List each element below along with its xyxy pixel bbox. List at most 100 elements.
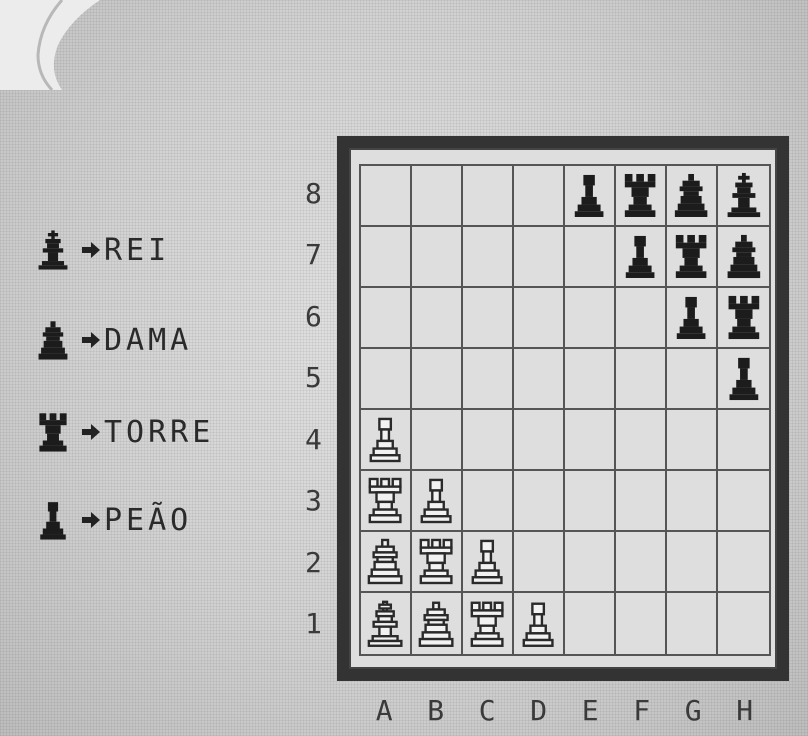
- square-c4[interactable]: [463, 410, 514, 471]
- rook-icon: [36, 411, 70, 453]
- square-h6[interactable]: [718, 288, 769, 349]
- chess-board-frame: [337, 136, 789, 681]
- square-e3[interactable]: [565, 471, 616, 532]
- square-c7[interactable]: [463, 227, 514, 288]
- square-b8[interactable]: [412, 166, 463, 227]
- square-h7[interactable]: [718, 227, 769, 288]
- square-d4[interactable]: [514, 410, 565, 471]
- white-queen-icon[interactable]: [417, 600, 455, 648]
- white-pawn-icon[interactable]: [417, 477, 455, 523]
- square-h2[interactable]: [718, 532, 769, 593]
- square-a2[interactable]: [361, 532, 412, 593]
- square-g4[interactable]: [667, 410, 718, 471]
- square-f3[interactable]: [616, 471, 667, 532]
- white-pawn-icon[interactable]: [366, 416, 404, 462]
- square-c6[interactable]: [463, 288, 514, 349]
- chess-board: [359, 164, 771, 656]
- square-h8[interactable]: [718, 166, 769, 227]
- square-g7[interactable]: [667, 227, 718, 288]
- square-d3[interactable]: [514, 471, 565, 532]
- square-h4[interactable]: [718, 410, 769, 471]
- square-b1[interactable]: [412, 593, 463, 654]
- square-e6[interactable]: [565, 288, 616, 349]
- file-label-e: E: [582, 694, 599, 727]
- file-label-f: F: [633, 694, 650, 727]
- square-f8[interactable]: [616, 166, 667, 227]
- square-g6[interactable]: [667, 288, 718, 349]
- black-rook-icon[interactable]: [621, 172, 659, 218]
- square-f6[interactable]: [616, 288, 667, 349]
- white-rook-icon[interactable]: [366, 477, 404, 523]
- legend-label-king: REI: [104, 233, 170, 268]
- square-a5[interactable]: [361, 349, 412, 410]
- black-rook-icon[interactable]: [672, 233, 710, 279]
- white-rook-icon[interactable]: [468, 600, 506, 648]
- square-h5[interactable]: [718, 349, 769, 410]
- square-e4[interactable]: [565, 410, 616, 471]
- right-arrow-icon: [80, 330, 102, 350]
- file-label-h: H: [736, 694, 753, 727]
- square-a1[interactable]: [361, 593, 412, 654]
- piece-legend: REI DAMA TORRE PEÃO: [0, 0, 300, 736]
- square-f7[interactable]: [616, 227, 667, 288]
- square-d1[interactable]: [514, 593, 565, 654]
- square-g2[interactable]: [667, 532, 718, 593]
- square-b7[interactable]: [412, 227, 463, 288]
- square-e5[interactable]: [565, 349, 616, 410]
- black-rook-icon[interactable]: [724, 294, 764, 340]
- rank-label-6: 6: [305, 300, 322, 333]
- rank-label-2: 2: [305, 546, 322, 579]
- rank-label-1: 1: [305, 607, 322, 640]
- black-queen-icon[interactable]: [672, 172, 710, 218]
- square-a6[interactable]: [361, 288, 412, 349]
- white-king-icon[interactable]: [366, 600, 404, 648]
- black-pawn-icon[interactable]: [724, 355, 764, 401]
- square-c1[interactable]: [463, 593, 514, 654]
- square-f5[interactable]: [616, 349, 667, 410]
- square-b3[interactable]: [412, 471, 463, 532]
- square-d2[interactable]: [514, 532, 565, 593]
- square-c3[interactable]: [463, 471, 514, 532]
- square-g8[interactable]: [667, 166, 718, 227]
- square-d6[interactable]: [514, 288, 565, 349]
- square-f2[interactable]: [616, 532, 667, 593]
- square-e8[interactable]: [565, 166, 616, 227]
- square-c5[interactable]: [463, 349, 514, 410]
- square-d5[interactable]: [514, 349, 565, 410]
- square-g5[interactable]: [667, 349, 718, 410]
- white-rook-icon[interactable]: [417, 538, 455, 584]
- square-a3[interactable]: [361, 471, 412, 532]
- square-b5[interactable]: [412, 349, 463, 410]
- black-pawn-icon[interactable]: [570, 172, 608, 218]
- square-c2[interactable]: [463, 532, 514, 593]
- square-b6[interactable]: [412, 288, 463, 349]
- chess-board-inner: [349, 148, 777, 669]
- square-a8[interactable]: [361, 166, 412, 227]
- square-c8[interactable]: [463, 166, 514, 227]
- white-pawn-icon[interactable]: [468, 538, 506, 584]
- black-queen-icon[interactable]: [724, 233, 764, 279]
- square-h1[interactable]: [718, 593, 769, 654]
- square-b4[interactable]: [412, 410, 463, 471]
- square-h3[interactable]: [718, 471, 769, 532]
- black-king-icon[interactable]: [724, 172, 764, 218]
- square-f1[interactable]: [616, 593, 667, 654]
- white-pawn-icon[interactable]: [519, 600, 557, 648]
- black-pawn-icon[interactable]: [672, 294, 710, 340]
- square-d8[interactable]: [514, 166, 565, 227]
- square-d7[interactable]: [514, 227, 565, 288]
- legend-label-pawn: PEÃO: [104, 503, 192, 538]
- square-f4[interactable]: [616, 410, 667, 471]
- square-g1[interactable]: [667, 593, 718, 654]
- square-e1[interactable]: [565, 593, 616, 654]
- white-queen-icon[interactable]: [366, 538, 404, 584]
- square-e2[interactable]: [565, 532, 616, 593]
- square-a7[interactable]: [361, 227, 412, 288]
- legend-item-king: REI: [36, 226, 170, 274]
- square-e7[interactable]: [565, 227, 616, 288]
- square-b2[interactable]: [412, 532, 463, 593]
- square-a4[interactable]: [361, 410, 412, 471]
- black-pawn-icon[interactable]: [621, 233, 659, 279]
- file-label-g: G: [685, 694, 702, 727]
- square-g3[interactable]: [667, 471, 718, 532]
